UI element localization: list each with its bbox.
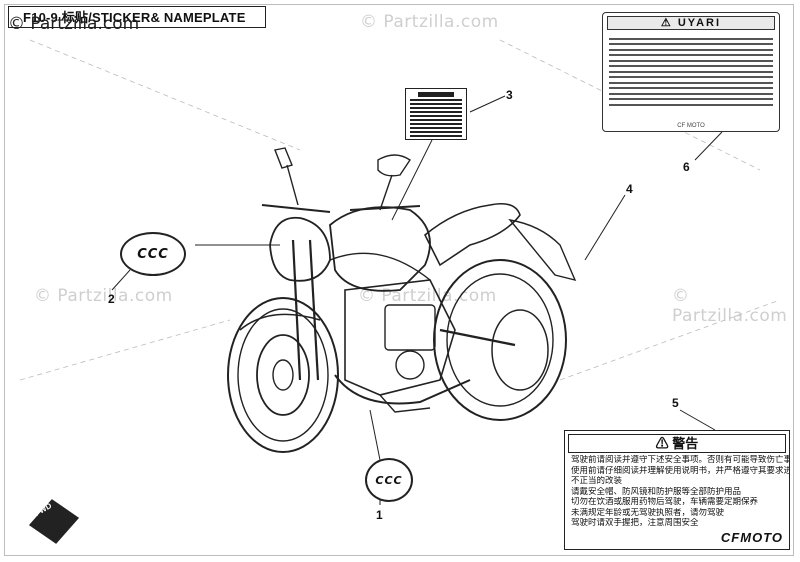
sticker-3	[405, 88, 467, 140]
warning-line: 请戴安全帽、防风镜和防护服等全部防护用品	[571, 486, 742, 497]
watermark: © Partzilla.com	[672, 286, 788, 326]
warning-heading: ⚠ 警告	[568, 434, 786, 453]
sticker-text-block	[410, 99, 462, 137]
uyari-label: ⚠ UYARI CF MOTO	[602, 12, 780, 132]
warning-line: 驾驶时请双手握把，注意周围安全	[571, 518, 699, 528]
uyari-text-lines	[603, 33, 779, 110]
callout-4: 4	[626, 182, 633, 196]
cfmoto-logo: CFMOTO	[720, 530, 783, 545]
uyari-footer: CF MOTO	[677, 123, 705, 129]
warning-line: 切勿在饮酒或服用药物后驾驶，车辆需要定期保养	[571, 497, 759, 507]
callout-6: 6	[683, 160, 690, 174]
diagram-title: F10-9 标贴/STICKER& NAMEPLATE	[8, 6, 266, 28]
diagram-frame	[4, 4, 794, 556]
warning-line: 未满规定年龄或无驾驶执照者，请勿驾驶	[571, 507, 725, 518]
uyari-heading: ⚠ UYARI	[607, 16, 775, 30]
watermark: © Partzilla.com	[360, 12, 499, 32]
ccc-label: CCC	[365, 458, 413, 502]
watermark-top: © Partzilla.com	[8, 14, 140, 34]
callout-2: 2	[108, 292, 115, 306]
ccc-label: CCC	[120, 232, 186, 276]
callout-3: 3	[506, 88, 513, 102]
warning-label: ⚠ 警告 驾驶前请阅读并遵守下述安全事项。否则有可能导致伤亡事故的危险 使用前请…	[564, 430, 790, 550]
warning-line: 不正当的改装	[571, 476, 623, 486]
sticker-header	[418, 92, 454, 97]
callout-5: 5	[672, 396, 679, 410]
warning-line: 使用前请仔细阅读并理解使用说明书，并严格遵守其要求进行	[571, 465, 789, 476]
watermark: © Partzilla.com	[34, 286, 173, 306]
warning-line: 驾驶前请阅读并遵守下述安全事项。否则有可能导致伤亡事故的危险	[571, 455, 789, 465]
callout-1: 1	[376, 508, 383, 522]
